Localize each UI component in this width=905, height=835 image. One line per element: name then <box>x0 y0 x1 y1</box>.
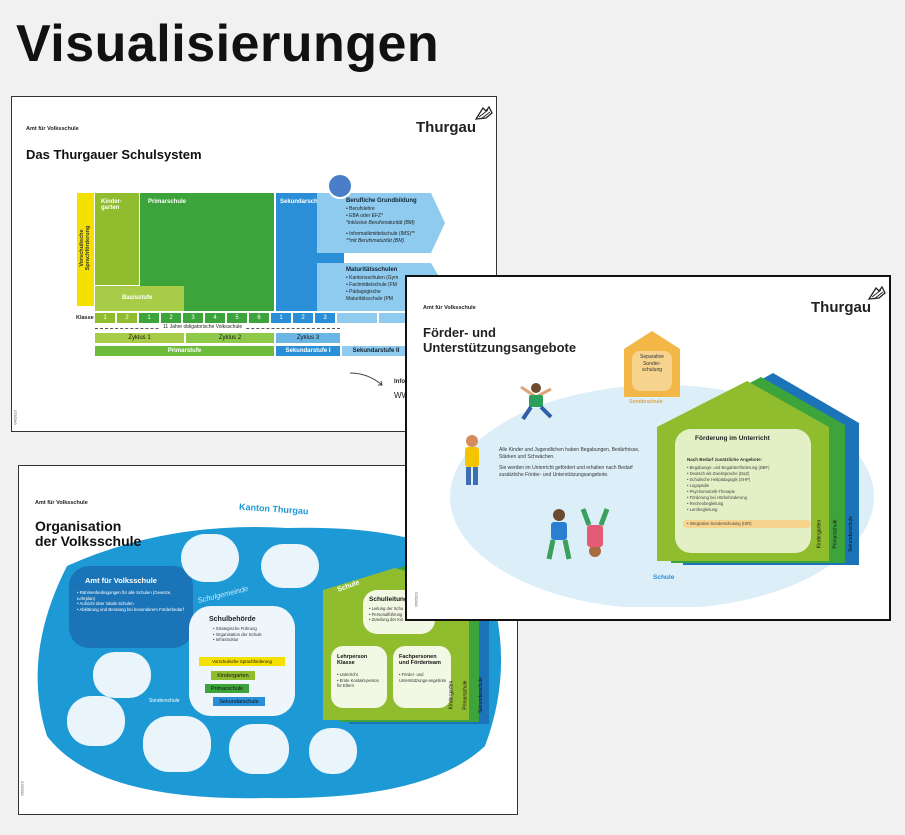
org-title: Organisation der Volksschule <box>35 518 142 549</box>
behoerde-items: • Strategische Führung• Organisation der… <box>213 626 262 642</box>
vorschulisch-label: Vorschulische Sprachförderung <box>79 225 91 271</box>
sonderschule-label: Sonderschule <box>629 399 663 405</box>
leitung-items: • Leitung der Schu• Personalführung• Zut… <box>369 606 404 622</box>
avs-box <box>69 566 193 648</box>
behoerde-title: Schulbehörde <box>209 616 256 623</box>
avs-title: Amt für Volksschule <box>85 576 157 585</box>
side-kg: Kindergarten <box>816 519 823 549</box>
badge-circle <box>327 173 353 199</box>
zyklus3: Zyklus 3 <box>276 333 340 343</box>
ss-badge: Sekundarschule <box>213 697 265 706</box>
avs-items: • Rahmenbedingungen für alle Schulen (Ge… <box>77 590 184 612</box>
beruf-items: • Berufslehre• EBA oder EFZ* *inklusive … <box>346 206 415 244</box>
child-jumping-icon <box>520 383 553 421</box>
children-playing-icon <box>546 508 610 560</box>
klasse-row: 1 2 1 2 3 4 5 6 1 2 3 <box>95 313 419 323</box>
page-title: Visualisierungen <box>16 15 440 73</box>
kindergarten-block <box>95 193 139 285</box>
foot-label: 04/2023 <box>12 410 18 425</box>
primarstufe: Primarstufe <box>95 346 274 356</box>
www-label: WW <box>394 391 410 400</box>
sonderschule-house <box>624 331 680 397</box>
kindergarten-label: Kinder- garten <box>101 199 122 211</box>
klasse-label: Klasse <box>76 315 94 321</box>
thurgau-emblem-icon <box>474 105 493 120</box>
side-ss: Sekundarschule <box>847 516 854 552</box>
amt-label: Amt für Volksschule <box>35 500 88 506</box>
kg-badge: Kindergarten <box>211 671 255 680</box>
schule-label: Schule <box>653 574 675 581</box>
side-kg: Kindergarten <box>448 680 455 710</box>
foot-label: 06/2023 <box>19 781 25 796</box>
cloud-5 <box>143 716 211 772</box>
fach-box <box>393 646 451 708</box>
zyklus1: Zyklus 1 <box>95 333 184 343</box>
foot-label: 06/2023 <box>413 592 419 607</box>
obligatorisch-label: 11 Jahre obligatorische Volksschule <box>160 324 246 330</box>
beruf-arrow <box>317 193 445 253</box>
leitung-title: Schulleitung <box>369 596 408 603</box>
vsf-badge: Vorschulische Sprachförderung <box>199 657 285 666</box>
sekundarschule-label: Sekundarschule <box>280 199 327 205</box>
vorschulisch-bar <box>77 193 94 306</box>
thurgau-logo: Thurgau <box>811 299 871 316</box>
sek2: Sekundarstufe II <box>342 346 410 356</box>
arrow-icon <box>349 372 383 386</box>
thurgau-emblem-icon <box>867 285 886 300</box>
cloud-7 <box>309 728 357 774</box>
foerderung-title: Förderung im Unterricht <box>695 435 770 442</box>
slide-organisation[interactable]: Amt für Volksschule Organisation der Vol… <box>18 465 518 815</box>
cloud-2 <box>261 544 319 588</box>
cloud-3 <box>93 652 151 698</box>
cloud-6 <box>229 724 289 774</box>
beruf-title: Berufliche Grundbildung <box>346 198 417 204</box>
slide-schulsystem[interactable]: Amt für Volksschule Thurgau Das Thurgaue… <box>11 96 497 432</box>
lehr-title: Lehrperson Klasse <box>337 654 368 666</box>
bedarf-items: • Begabungs- und Begabtenförderung (BBF)… <box>687 465 770 512</box>
bedarf-label: Nach Bedarf zusätzliche Angebote: <box>687 457 763 462</box>
slide-title: Förder- und Unterstützungsangebote <box>423 325 577 355</box>
sek1: Sekundarstufe I <box>276 346 340 356</box>
info-label: Info <box>394 379 405 385</box>
primarschule-label: Primarschule <box>148 199 187 205</box>
intro-text: Alle Kinder und Jugendlichen haben Begab… <box>499 447 640 478</box>
slide-foerderangebote[interactable]: Amt für Volksschule Thurgau Förder- und … <box>405 275 891 621</box>
fach-items: • Förder- und Unterstützungs-angebote <box>399 672 447 683</box>
matur-title: Maturitätsschulen <box>346 267 398 273</box>
fach-title: Fachpersonen und Förderteam <box>399 654 441 666</box>
lehr-box <box>331 646 387 708</box>
side-ps: Primarschule <box>832 519 839 549</box>
schule-houses <box>657 373 859 565</box>
amt-label: Amt für Volksschule <box>26 126 79 132</box>
lehr-items: • Unterricht• Erste Kontakt-person für E… <box>337 672 379 688</box>
side-ps: Primarschule <box>462 680 469 710</box>
sonderschule-label: Sonderschule <box>149 698 180 704</box>
child-standing-icon <box>465 435 479 485</box>
slide-title: Das Thurgauer Schulsystem <box>26 147 202 162</box>
cloud-1 <box>181 534 239 582</box>
isr-badge: • Integrative Sonderschulung (ISR) <box>683 520 811 528</box>
basisstufe-label: Basisstufe <box>122 295 153 301</box>
side-ss: Sekundarschule <box>477 677 484 713</box>
thurgau-logo: Thurgau <box>416 119 476 136</box>
cloud-4 <box>67 696 125 746</box>
zyklus2: Zyklus 2 <box>186 333 274 343</box>
ps-badge: Primarschule <box>205 684 249 693</box>
amt-label: Amt für Volksschule <box>423 305 476 311</box>
matur-items: • Kantonsschulen (Gym• Fachmittelschule … <box>346 275 399 302</box>
basisstufe-block <box>95 286 184 311</box>
separative-label: Separative Sonder- schulung <box>640 354 664 373</box>
